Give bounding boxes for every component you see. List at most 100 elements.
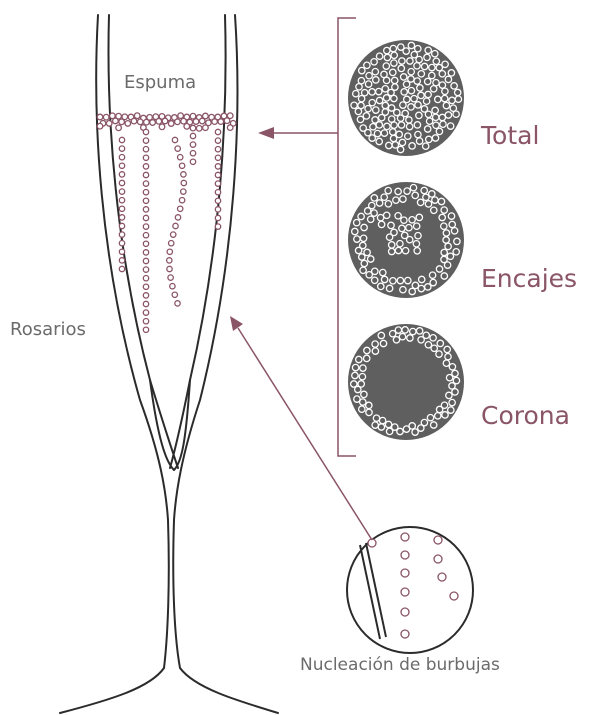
- rosary-bubble: [143, 164, 148, 169]
- nucleation-bubble: [368, 539, 376, 547]
- rosary-bubble: [178, 155, 183, 160]
- foam-label-corona: Corona: [481, 401, 570, 430]
- rosary-bubble: [215, 129, 220, 134]
- rosary-bubble: [143, 233, 148, 238]
- rosary-bubble: [119, 189, 124, 194]
- foam-bubble: [156, 119, 162, 125]
- rosary-bubble: [143, 250, 148, 255]
- rosary-bubble: [143, 207, 148, 212]
- foam-bubble: [144, 119, 150, 125]
- rosary-bubble: [215, 172, 220, 177]
- foam-bubble: [178, 113, 184, 119]
- foam-bubble: [113, 118, 119, 124]
- foam-bubble: [116, 125, 122, 131]
- rosary-bubble: [119, 206, 124, 211]
- nucleation-arrow: [230, 316, 372, 540]
- foam-type-corona: Corona: [348, 324, 570, 440]
- rosary-bubble: [119, 172, 124, 177]
- rosary-bubble: [143, 190, 148, 195]
- rosary-bubble: [143, 310, 148, 315]
- rosary-bubble: [190, 142, 195, 147]
- rosary-bubble: [119, 163, 124, 168]
- rosary-bubble: [215, 207, 220, 212]
- rosary-bubble: [143, 224, 148, 229]
- rosary-bubble: [215, 155, 220, 160]
- nucleation-inset: Nucleación de burbujas: [300, 527, 500, 675]
- foam-bubble: [97, 114, 103, 120]
- rosary-bubble: [167, 266, 172, 271]
- rosary-bubble: [215, 164, 220, 169]
- rosary-bubble: [143, 267, 148, 272]
- foam-bubble: [162, 118, 168, 124]
- rosary-bubble: [168, 275, 173, 280]
- foam-bubble: [184, 124, 190, 130]
- rosary-bubble: [179, 163, 184, 168]
- foam-bubble: [199, 118, 205, 124]
- nucleation-bubble: [401, 551, 409, 559]
- nucleation-bubble: [401, 588, 409, 596]
- foam-bubble: [97, 123, 103, 129]
- rosary-bubble: [175, 301, 180, 306]
- rosary-bubble: [119, 266, 124, 271]
- rosary-bubble: [178, 206, 183, 211]
- foam-type-encajes: Encajes: [348, 182, 577, 298]
- rosary-bubble: [119, 215, 124, 220]
- rosary-bubble: [119, 232, 124, 237]
- foam-bubble: [196, 126, 202, 132]
- rosary-bubble: [190, 151, 195, 156]
- nucleation-bubble: [438, 573, 446, 581]
- rosary-bubble: [119, 241, 124, 246]
- foam-bubble: [106, 121, 112, 127]
- foam-bubble: [193, 119, 199, 125]
- espuma-label: Espuma: [124, 72, 196, 93]
- rosary-bubble: [215, 181, 220, 186]
- rosary-bubble: [143, 215, 148, 220]
- rosary-bubble: [119, 249, 124, 254]
- rosary-bubble: [119, 258, 124, 263]
- nucleation-arrowhead: [230, 316, 243, 331]
- foam-bubble: [159, 124, 165, 130]
- foam-label-encajes: Encajes: [481, 264, 577, 293]
- rosary-bubble: [215, 215, 220, 220]
- rosary-bubble: [119, 146, 124, 151]
- nucleation-bubble: [450, 592, 458, 600]
- foam-arrow: [258, 127, 338, 139]
- rosary-bubble: [143, 276, 148, 281]
- rosary-bubble: [143, 155, 148, 160]
- rosary-bubble: [170, 284, 175, 289]
- foam-bubble: [203, 125, 209, 131]
- rosary-bubble: [143, 172, 148, 177]
- foam-bubble-layer: [97, 113, 236, 131]
- foam-bubble: [175, 119, 181, 125]
- rosary-bubble: [215, 147, 220, 152]
- rosary-bubble: [143, 181, 148, 186]
- rosary-bubble: [119, 180, 124, 185]
- rosary-bubble: [143, 241, 148, 246]
- rosary-bubble: [167, 249, 172, 254]
- foam-bubble: [168, 121, 174, 127]
- rosarios-label: Rosarios: [10, 319, 86, 340]
- foam-bubble: [190, 125, 196, 131]
- rosary-bubble: [215, 224, 220, 229]
- rosary-bubble: [143, 284, 148, 289]
- foam-bubble: [190, 113, 196, 119]
- rosary-bubble: [215, 138, 220, 143]
- nucleation-bubble: [401, 533, 409, 541]
- nucleation-bubble: [434, 555, 442, 563]
- rosary-bubble: [181, 189, 186, 194]
- rosary-bubble: [175, 215, 180, 220]
- rosary-bubble: [119, 198, 124, 203]
- foam-bubble: [134, 113, 140, 119]
- rosary-bubble: [179, 198, 184, 203]
- rosary-bubble: [167, 258, 172, 263]
- rosary-bubble: [190, 159, 195, 164]
- nucleation-bubble: [401, 630, 409, 638]
- rosary-bubble: [181, 180, 186, 185]
- foam-disc-corona: [348, 324, 464, 440]
- rosary-bubble: [143, 293, 148, 298]
- rosary-bubble: [169, 241, 174, 246]
- foam-bubble: [137, 119, 143, 125]
- nucleation-bubble: [434, 536, 442, 544]
